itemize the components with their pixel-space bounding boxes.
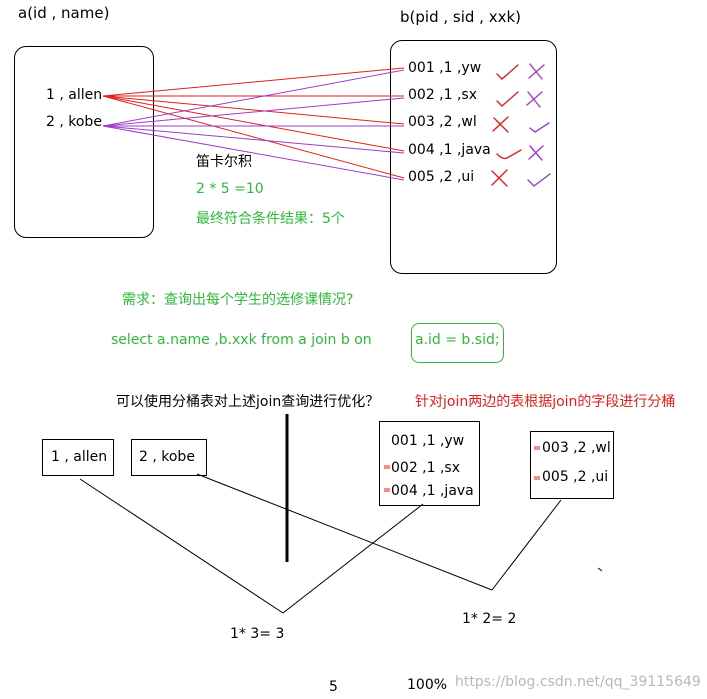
b-row-5: 005 ,2 ,ui: [408, 169, 475, 185]
cartesian-label: 笛卡尔积: [196, 154, 252, 170]
calc-1: 1* 3= 3: [230, 626, 285, 642]
table-a-title: a(id , name): [18, 4, 110, 22]
cartesian-calc: 2 * 5 =10: [196, 181, 264, 197]
percent-value: 100%: [407, 677, 448, 693]
allen-join-lines: [102, 67, 405, 179]
b-row-3: 003 ,2 ,wl: [408, 114, 477, 130]
watermark: https://blog.csdn.net/qq_39115649: [455, 674, 701, 690]
kobe-join-lines: [102, 69, 405, 181]
row4-allen-check-mark: [496, 149, 522, 160]
b-row-4: 004 ,1 ,java: [408, 142, 491, 158]
b-row-1: 001 ,1 ,yw: [408, 60, 482, 76]
a-bucket-2: 2 , kobe: [139, 449, 195, 465]
a-bucket-1-box: [42, 439, 114, 476]
b-bucket-2-row-1: 003 ,2 ,wl: [542, 440, 611, 456]
requirement-text: 需求：查询出每个学生的选修课情况?: [122, 292, 354, 308]
total-value: 5: [329, 679, 338, 695]
a-bucket-2-box: [131, 439, 207, 476]
final-result: 最终符合条件结果：5个: [196, 211, 345, 227]
a-row-1: 1 , allen: [46, 87, 103, 103]
calc-2: 1* 2= 2: [462, 611, 517, 627]
b-bucket-1-row-2: 002 ,1 ,sx: [391, 460, 461, 476]
b-bucket-2-box: [530, 431, 614, 499]
row2-kobe-cross-mark: [526, 91, 543, 108]
b-bucket-1-row-3: 004 ,1 ,java: [391, 483, 474, 499]
a-bucket-1: 1 , allen: [51, 449, 108, 465]
table-b-title: b(pid , sid , xxk): [400, 8, 521, 26]
row5-kobe-check-mark: [527, 173, 551, 187]
table-a-box: [14, 46, 154, 238]
row1-allen-check-mark: [496, 64, 519, 80]
sql-condition: a.id = b.sid;: [415, 332, 500, 348]
row5-allen-cross-mark: [491, 169, 508, 187]
row4-kobe-cross-mark: [528, 145, 544, 161]
b-bucket-2-row-2: 005 ,2 ,ui: [542, 469, 609, 485]
bucket-join-lines: [79, 473, 603, 614]
table-b-box: [390, 40, 557, 274]
a-row-2: 2 , kobe: [46, 114, 102, 130]
row3-kobe-check-mark: [529, 122, 550, 133]
sql-prefix: select a.name ,b.xxk from a join b on: [111, 332, 372, 348]
bucket-question: 可以使用分桶表对上述join查询进行优化？: [116, 394, 380, 410]
row2-allen-check-mark: [496, 91, 519, 107]
row3-allen-cross-mark: [492, 116, 509, 133]
bucket-answer: 针对join两边的表根据join的字段进行分桶: [415, 394, 676, 410]
b-row-2: 002 ,1 ,sx: [408, 87, 478, 103]
b-bucket-1-row-1: 001 ,1 ,yw: [391, 433, 465, 449]
bucket-row-marks: [384, 446, 540, 492]
row1-kobe-cross-mark: [528, 63, 545, 80]
sql-condition-highlight: [411, 323, 504, 363]
b-bucket-1-box: [379, 421, 480, 506]
